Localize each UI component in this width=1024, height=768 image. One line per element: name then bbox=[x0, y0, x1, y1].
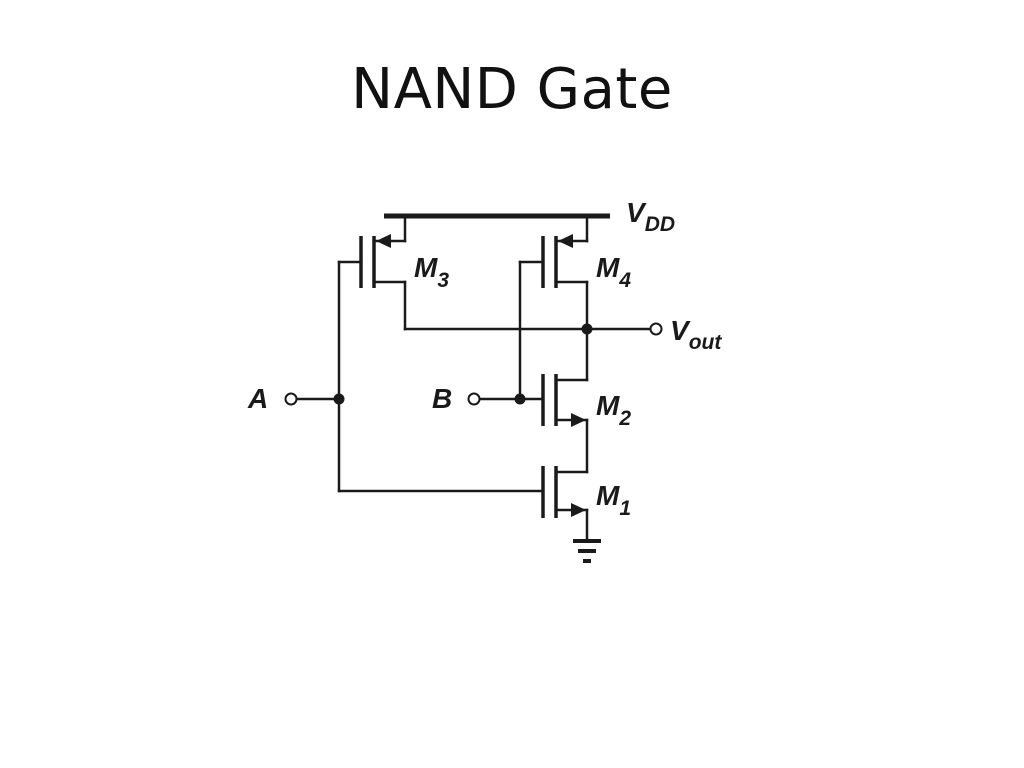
m4-label: M4 bbox=[596, 252, 631, 292]
input-b: B bbox=[432, 260, 526, 414]
input-a-label: A bbox=[247, 383, 268, 414]
m1-nmos-arrow bbox=[571, 503, 586, 517]
ground-icon bbox=[573, 508, 601, 563]
input-b-node-dot bbox=[514, 393, 526, 405]
m2-label: M2 bbox=[596, 390, 631, 430]
output-terminal bbox=[649, 322, 663, 336]
m4-pmos-arrow bbox=[558, 234, 573, 248]
input-a-terminal bbox=[284, 392, 298, 406]
transistor-m4: M4 bbox=[518, 214, 631, 292]
m3-pmos-arrow bbox=[376, 234, 391, 248]
input-a: A bbox=[247, 260, 345, 493]
vdd-label: VDD bbox=[626, 197, 675, 236]
m2-nmos-arrow bbox=[571, 413, 586, 427]
transistor-m2: M2 bbox=[518, 374, 631, 430]
transistor-m1: M1 bbox=[337, 466, 631, 520]
input-b-terminal bbox=[467, 392, 481, 406]
input-b-label: B bbox=[432, 383, 452, 414]
output-node-dot bbox=[581, 323, 593, 335]
m3-label: M3 bbox=[414, 252, 449, 292]
input-a-node-dot bbox=[333, 393, 345, 405]
vout-label: Vout bbox=[670, 315, 722, 354]
transistor-m3: M3 bbox=[337, 214, 449, 292]
m1-label: M1 bbox=[596, 480, 631, 520]
slide-title: NAND Gate bbox=[351, 57, 673, 122]
